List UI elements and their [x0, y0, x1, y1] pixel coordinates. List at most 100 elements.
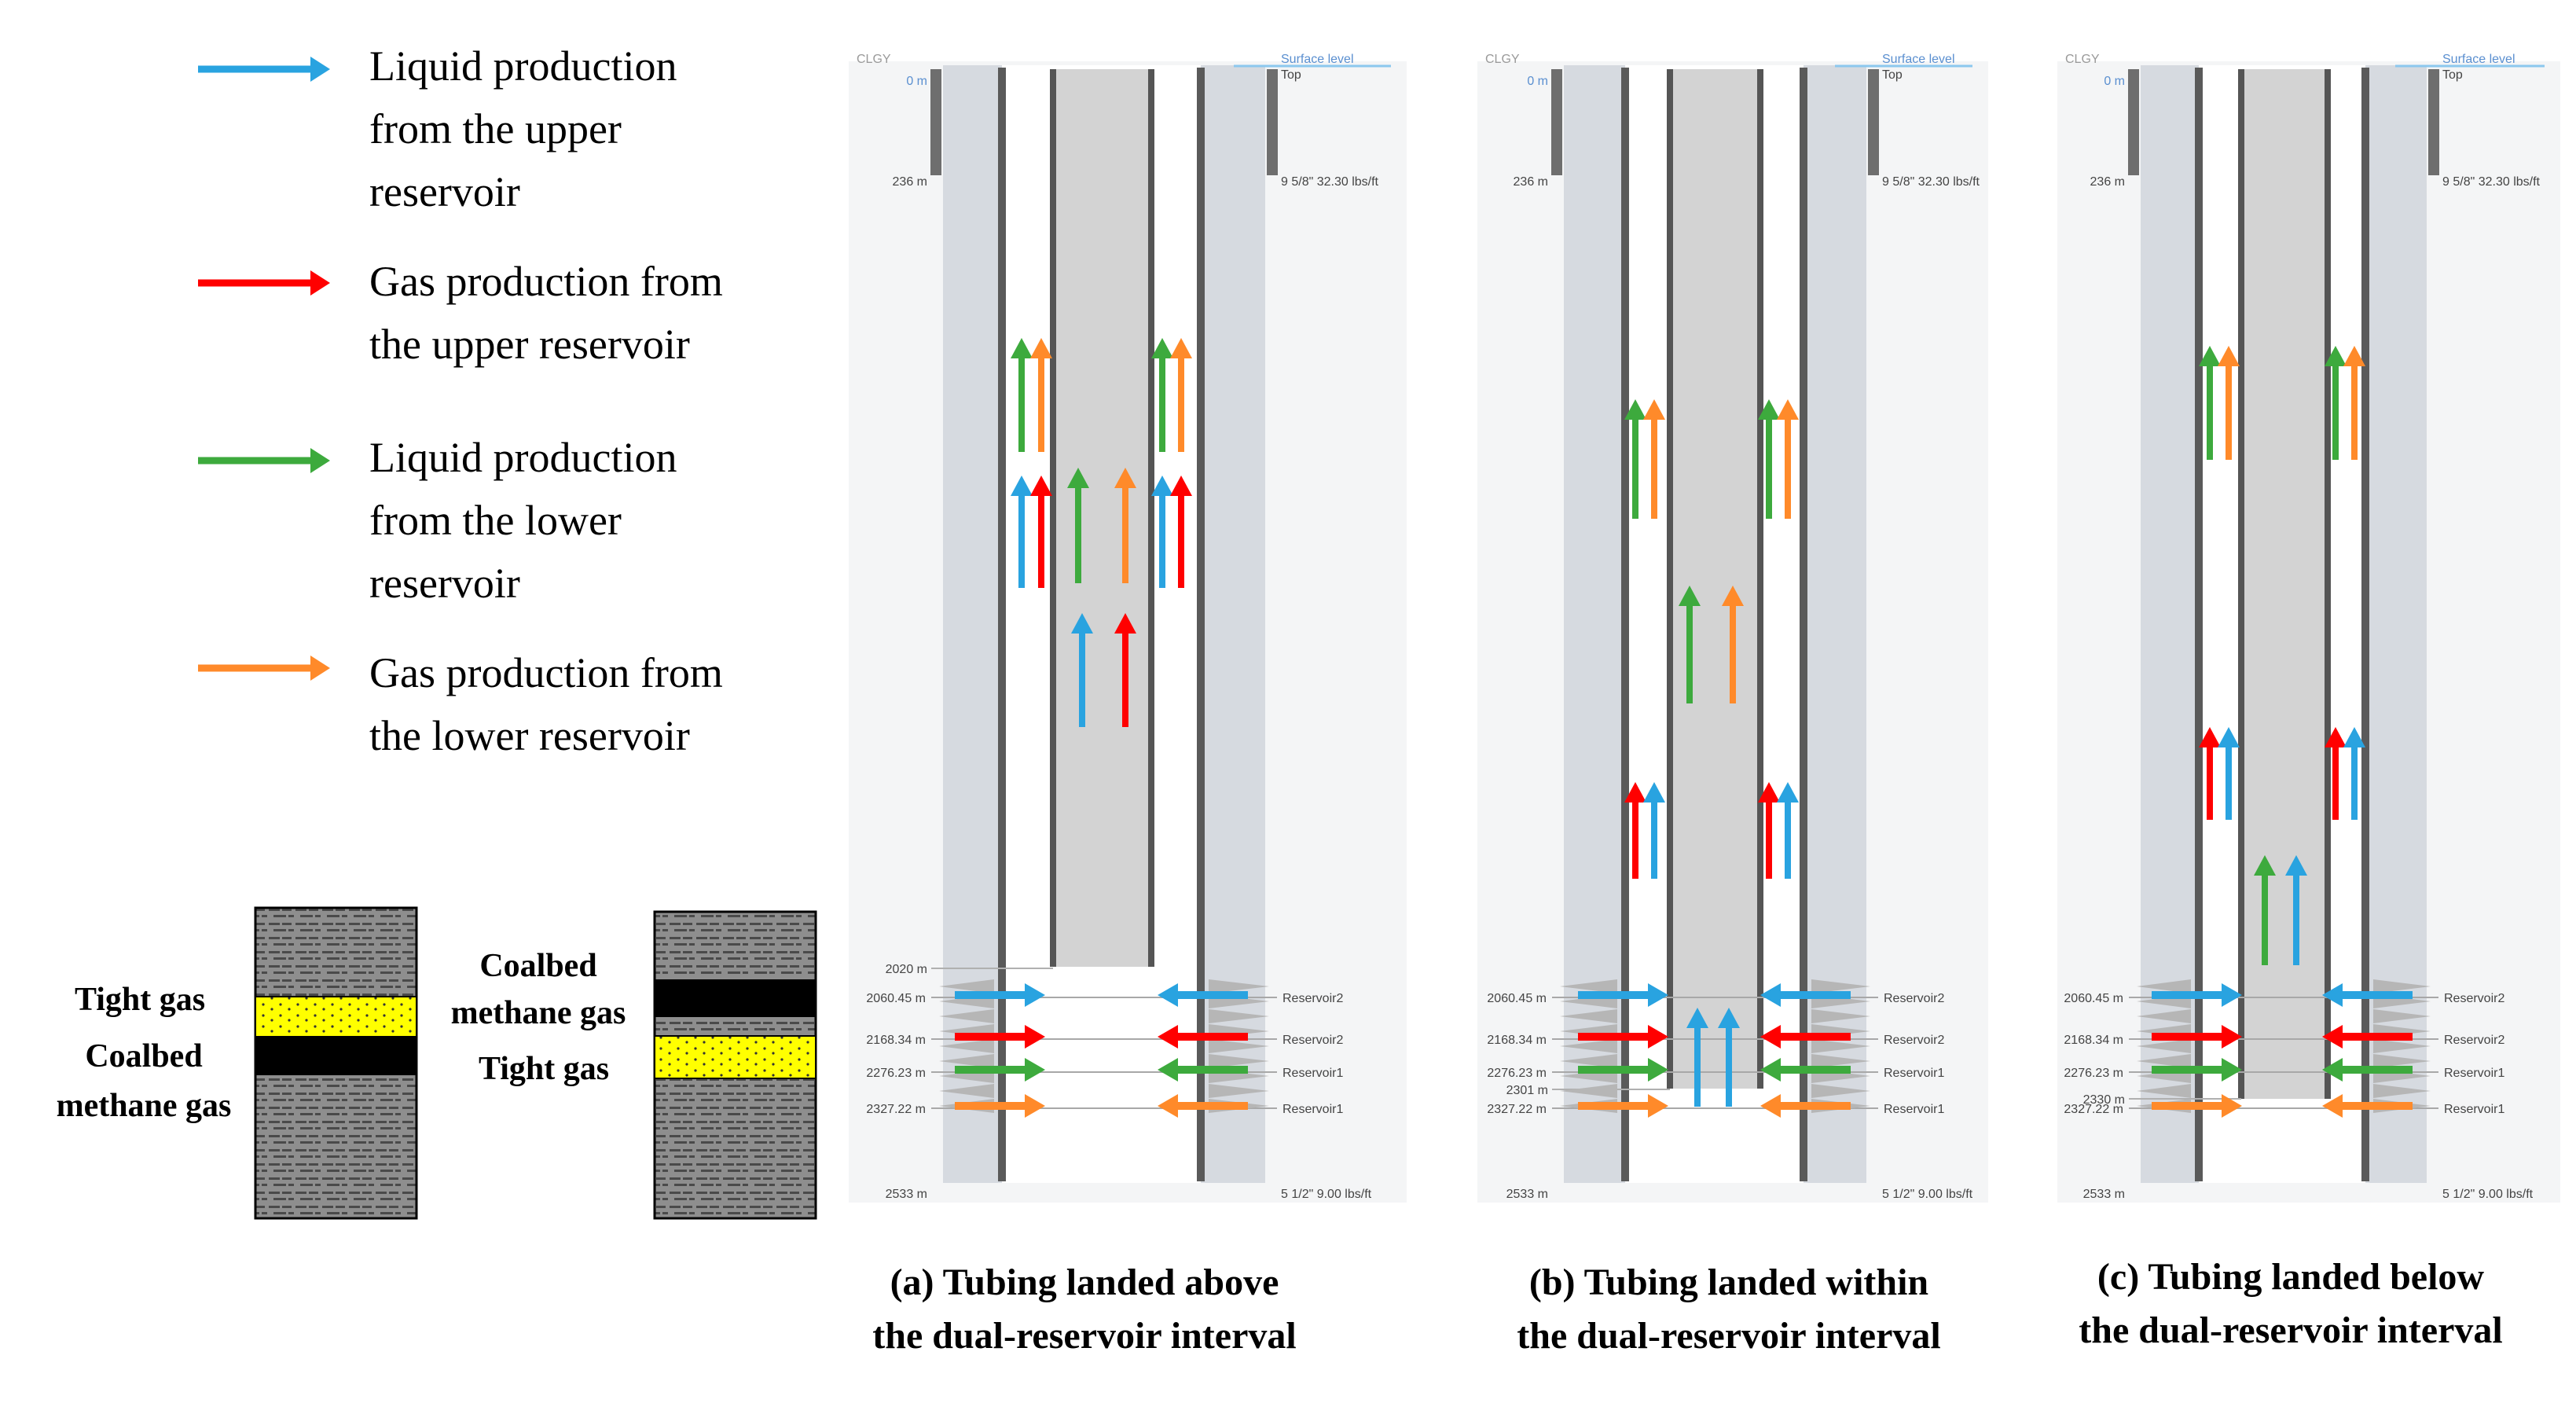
depth-label: 2168.34 m — [2064, 1034, 2123, 1047]
legend-text-liquid-upper-2: from the upper — [369, 105, 622, 152]
legend-text-gas-upper-1: Gas production from — [369, 258, 723, 305]
perforation-right — [2373, 1009, 2431, 1023]
strata-column-right: Coalbed methane gas Tight gas — [451, 910, 817, 1220]
flow-arrow-up-9-head — [1114, 468, 1136, 488]
inflow-arrow-left-gas-lower-head — [1025, 1094, 1045, 1118]
reservoir-label: Reservoir1 — [1282, 1067, 1343, 1080]
flow-arrow-up-9-head — [1777, 782, 1799, 803]
flow-arrow-up-11-head — [1114, 613, 1136, 634]
perforation-right — [1811, 1054, 1870, 1068]
prod-casing-label: 5 1/2" 9.00 lbs/ft — [1281, 1188, 1372, 1201]
legend-text-gas-lower-2: the lower reservoir — [369, 712, 690, 759]
tight-gas-layer — [255, 996, 417, 1038]
flow-arrow-up-3-head — [1170, 338, 1192, 358]
perforation-left — [1560, 1009, 1617, 1023]
flow-arrow-up-8-head — [1067, 468, 1089, 488]
surface-depth: 0 m — [1527, 75, 1548, 88]
perforation-right — [2373, 1039, 2431, 1053]
casing-wall-right — [1197, 68, 1205, 1181]
perforation-right — [2373, 1084, 2431, 1098]
caption-c-line2: the dual-reservoir interval — [2079, 1309, 2502, 1351]
perforation-left — [2137, 1039, 2191, 1053]
flow-arrow-up-6-head — [1624, 782, 1646, 803]
depth-label: 2168.34 m — [1487, 1034, 1547, 1047]
perforation-right — [1811, 1084, 1870, 1098]
inflow-arrow-right-gas-upper-head — [2322, 1025, 2343, 1049]
perforation-right — [1209, 1054, 1269, 1068]
flow-arrow-up-3-head — [1777, 399, 1799, 420]
tubing-end-depth: 2020 m — [886, 963, 927, 976]
flow-arrow-up-4-head — [1679, 586, 1701, 606]
top-code: CLGY — [857, 53, 891, 66]
caption-c-line1: (c) Tubing landed below — [2097, 1256, 2485, 1298]
perforation-left — [1560, 1039, 1617, 1053]
depth-label: 2060.45 m — [866, 992, 926, 1005]
label-coalbed-right-1: Coalbed — [479, 948, 596, 984]
perforation-right — [2373, 979, 2431, 993]
legend-text-liquid-lower-3: reservoir — [369, 560, 520, 607]
shoe-depth: 236 m — [893, 175, 927, 189]
flow-arrow-up-5-head — [2218, 727, 2240, 747]
depth-label: 2327.22 m — [866, 1103, 926, 1116]
surface-label: Surface level — [1882, 53, 1955, 66]
tubing — [1670, 69, 1760, 1089]
perforation-left — [2137, 1009, 2191, 1023]
perforation-left — [939, 1054, 994, 1068]
legend-arrowhead-gas-upper — [310, 270, 330, 296]
surface-casing-left — [1551, 69, 1562, 175]
inflow-arrow-right-liquid-upper-head — [1760, 983, 1781, 1007]
tubing-wall-left — [2238, 69, 2244, 1099]
reservoir-label: Reservoir1 — [1884, 1103, 1944, 1116]
perforation-right — [1209, 1084, 1269, 1098]
legend-item-gas-upper: Gas production from the upper reservoir — [198, 258, 723, 368]
inflow-arrow-right-liquid-upper-head — [2322, 983, 2343, 1007]
perforation-right — [1209, 979, 1269, 993]
flow-arrow-up-4-head — [2199, 727, 2221, 747]
flow-arrow-up-10-head — [1686, 1008, 1708, 1028]
casing-wall-right — [2361, 68, 2369, 1181]
inflow-arrow-left-gas-upper-head — [2222, 1025, 2242, 1049]
strata-column-left: Tight gas Coalbed methane gas — [57, 906, 418, 1220]
flow-arrow-up-1-head — [2218, 346, 2240, 366]
label-coalbed-left-1: Coalbed — [85, 1038, 202, 1074]
shoe-depth: 236 m — [2090, 175, 2125, 189]
tubing-end-depth: 2301 m — [1506, 1084, 1548, 1097]
inflow-arrow-right-liquid-lower-head — [1760, 1058, 1781, 1082]
casing-label: 9 5/8" 32.30 lbs/ft — [1882, 175, 1980, 189]
surface-depth: 0 m — [2104, 75, 2125, 88]
perforation-left — [1560, 979, 1617, 993]
inflow-arrow-left-gas-lower-head — [2222, 1094, 2242, 1118]
tubing-wall-right — [1148, 69, 1154, 967]
inflow-arrow-right-gas-lower-head — [2322, 1094, 2343, 1118]
inflow-arrow-right-liquid-lower-head — [2322, 1058, 2343, 1082]
label-coalbed-right-2: methane gas — [451, 995, 626, 1031]
surface-label: Surface level — [2442, 53, 2515, 66]
surface-casing-right — [1868, 69, 1879, 175]
depth-label: 2168.34 m — [866, 1034, 926, 1047]
reservoir-label: Reservoir2 — [2444, 1034, 2504, 1047]
depth-label: 2327.22 m — [2064, 1103, 2123, 1116]
inflow-arrow-left-liquid-upper-head — [2222, 983, 2242, 1007]
inflow-arrow-left-liquid-lower-head — [2222, 1058, 2242, 1082]
reservoir-label: Reservoir2 — [1884, 992, 1944, 1005]
label-tight-gas-left: Tight gas — [75, 982, 205, 1018]
perforation-right — [1811, 1039, 1870, 1053]
reservoir-label: Reservoir1 — [1282, 1103, 1343, 1116]
flow-arrow-up-3-head — [2343, 346, 2365, 366]
surface-depth: 0 m — [906, 75, 927, 88]
bottom-depth: 2533 m — [1506, 1188, 1548, 1201]
bottom-depth: 2533 m — [2083, 1188, 2125, 1201]
coal-layer — [655, 979, 816, 1017]
perforation-left — [939, 1039, 994, 1053]
depth-label: 2327.22 m — [1487, 1103, 1547, 1116]
tubing-wall-left — [1050, 69, 1056, 967]
inflow-arrow-right-gas-upper-head — [1158, 1025, 1178, 1049]
flow-arrow-up-6-head — [2325, 727, 2347, 747]
inflow-arrow-left-liquid-upper-head — [1648, 983, 1668, 1007]
reservoir-label: Reservoir2 — [1884, 1034, 1944, 1047]
depth-label: 2060.45 m — [2064, 992, 2123, 1005]
legend-item-liquid-lower: Liquid production from the lower reservo… — [198, 434, 677, 607]
